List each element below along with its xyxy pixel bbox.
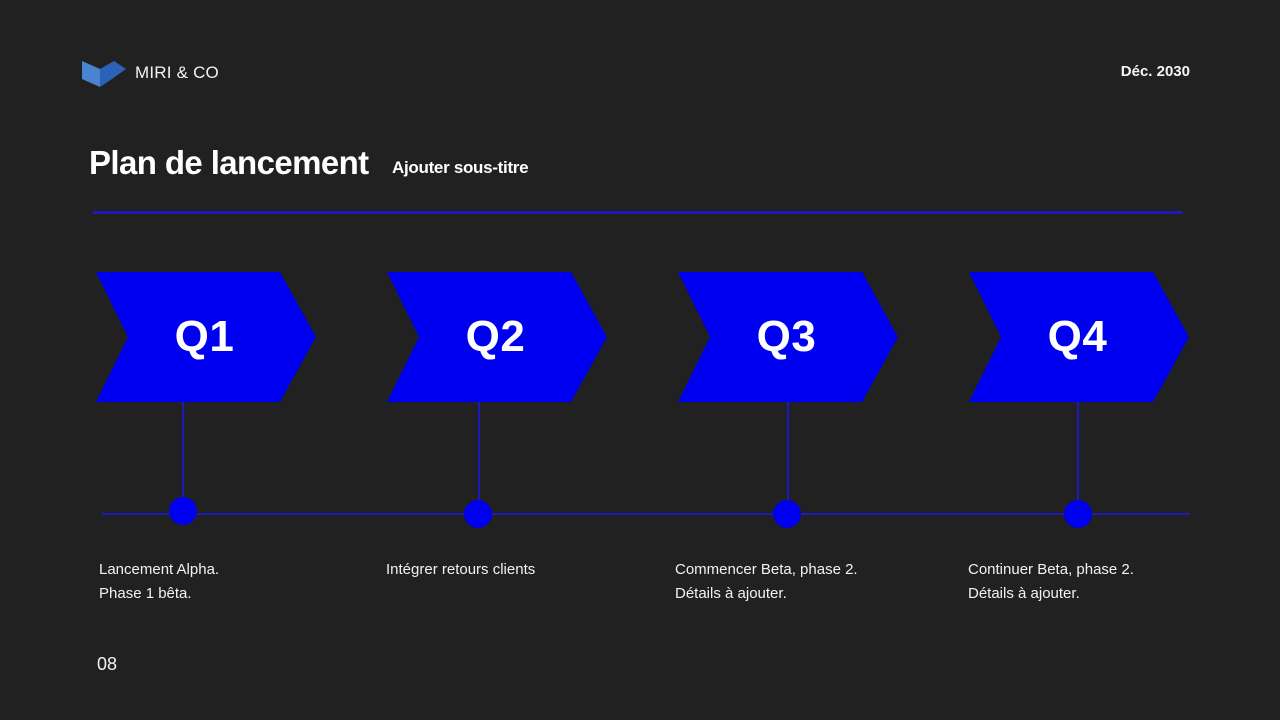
stage-connector-q1 — [182, 402, 184, 500]
stage-description-line: Détails à ajouter. — [675, 585, 787, 602]
stage-chevron-q2: Q2 — [387, 272, 608, 402]
chevron-arrow-icon — [96, 272, 316, 402]
stage-dot-q4 — [1064, 500, 1092, 528]
stage-label: Q4 — [1047, 312, 1108, 361]
stage-label: Q1 — [174, 312, 235, 361]
chevron-arrow-icon — [969, 272, 1189, 402]
page-number: 08 — [97, 654, 118, 674]
stage-dot-q1 — [169, 497, 197, 525]
stage-dot-q2 — [464, 500, 492, 528]
stage-dot-q3 — [773, 500, 801, 528]
stage-description-line: Continuer Beta, phase 2. — [968, 561, 1134, 578]
stage-description-line: Lancement Alpha. — [99, 561, 220, 578]
stage-chevron-q1: Q1 — [96, 272, 317, 402]
stage-chevron-q4: Q4 — [969, 272, 1190, 402]
title-divider — [93, 211, 1182, 214]
stage-connector-q4 — [1077, 402, 1079, 500]
stage-connector-q3 — [787, 402, 789, 500]
stage-description-q3: Commencer Beta, phase 2. Détails à ajout… — [675, 558, 858, 606]
stage-description-line: Commencer Beta, phase 2. — [675, 561, 858, 578]
stage-connector-q2 — [478, 402, 480, 500]
stage-description-q1: Lancement Alpha. Phase 1 bêta. — [99, 558, 219, 606]
brand-name: MIRI & CO — [135, 63, 219, 82]
page-subtitle: Ajouter sous-titre — [392, 158, 529, 177]
chevron-arrow-icon — [678, 272, 898, 402]
stage-chevron-q3: Q3 — [678, 272, 899, 402]
stage-description-q4: Continuer Beta, phase 2. Détails à ajout… — [968, 558, 1134, 606]
stage-label: Q3 — [756, 312, 817, 361]
stage-label: Q2 — [465, 312, 526, 361]
date-label: Déc. 2030 — [1120, 63, 1190, 80]
timeline-line — [102, 513, 1190, 515]
chevron-arrow-icon — [387, 272, 607, 402]
page-title: Plan de lancement — [89, 144, 369, 181]
stage-description-q2: Intégrer retours clients — [386, 558, 535, 582]
stage-description-line: Intégrer retours clients — [386, 561, 536, 578]
stage-description-line: Détails à ajouter. — [968, 585, 1080, 602]
logo-icon — [82, 59, 126, 87]
stage-description-line: Phase 1 bêta. — [99, 585, 192, 602]
